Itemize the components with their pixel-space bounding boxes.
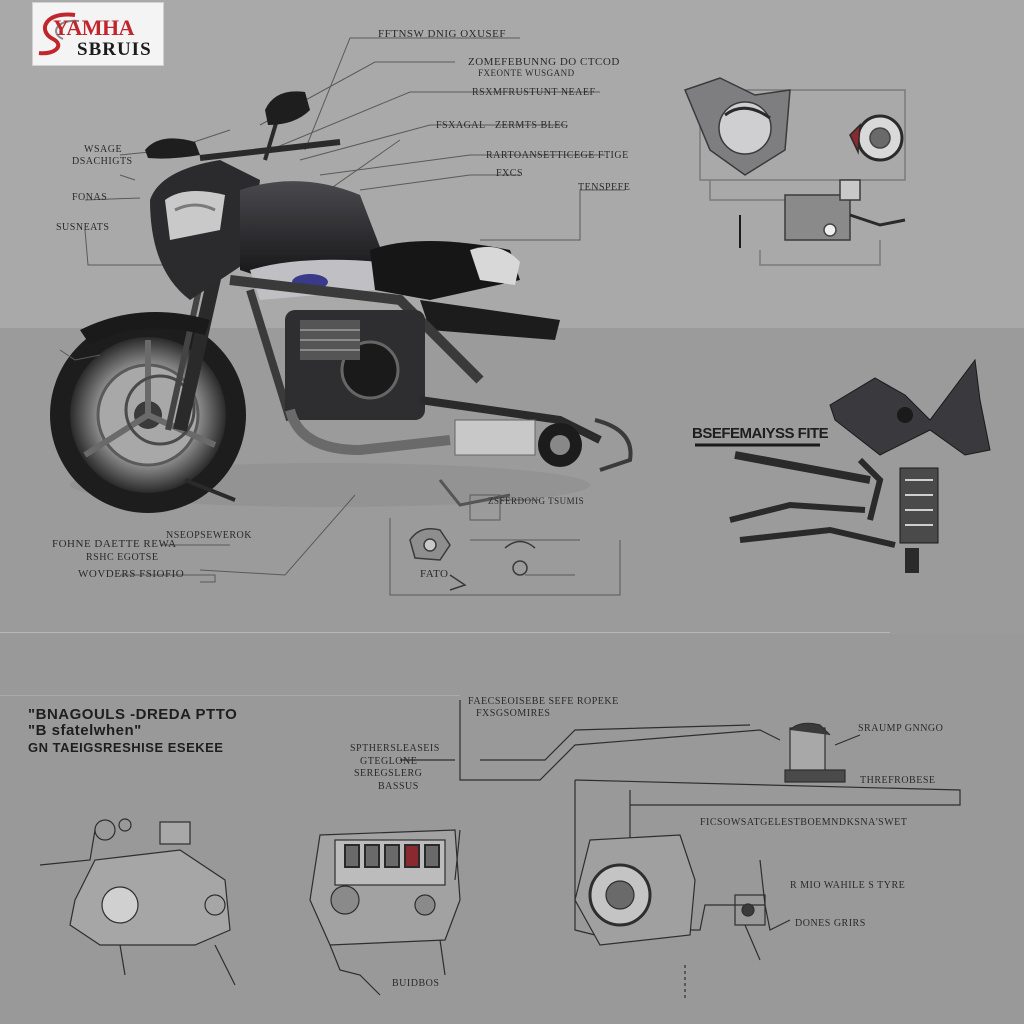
label-mid-2: ZSFERDONG TSUMIS (488, 496, 585, 506)
mid-right-bracket (695, 358, 991, 573)
motorcycle-illustration (50, 91, 633, 513)
label-top-2: ZOMEFEBUNNG DO CTCOD (468, 56, 620, 68)
label-top-5: FSXAGAL (436, 120, 486, 131)
label-top-11: DSACHIGTS (72, 156, 133, 167)
label-mid-left-1: FOHNE DAETTE REWA (52, 538, 177, 550)
label-bottom-r4: R MIO WAHILE S TYRE (790, 880, 906, 891)
bottom-heading-3: GN TAEIGSRESHISE ESEKEE (28, 740, 224, 755)
label-top-12: FONAS (72, 192, 108, 203)
label-top-3: FXEONTE WUSGAND (478, 68, 575, 78)
label-mid-right-title: BSEFEMAIYSS FITE (692, 425, 829, 442)
section-divider-lower (0, 695, 460, 696)
mid-small-parts (409, 528, 536, 591)
label-mid-left-3: WOVDERS FSIOFIO (78, 568, 185, 580)
label-bottom-c2: FXSGSOMIRES (476, 708, 551, 719)
label-mid-left-2: RSHC EGOTSE (86, 552, 159, 563)
mid-leader-lines (59, 349, 621, 596)
label-mid-3: FATO (420, 568, 449, 580)
label-bottom-c3: SPTHERSLEASEIS (350, 743, 440, 754)
label-bottom-c1: FAECSEOISEBE SEFE ROPEKE (468, 696, 619, 707)
label-top-6: ZERMTS BLEG (495, 120, 569, 131)
label-bottom-c5: SEREGSLERG (354, 768, 423, 779)
bottom-heading-1: "BNAGOULS -DREDA PTTO (28, 706, 238, 723)
logo-text-line1: YAMHA (53, 15, 135, 40)
logo-swoosh-icon (38, 12, 80, 56)
label-bottom-c6: BASSUS (378, 781, 419, 792)
top-right-assembly (684, 77, 906, 266)
logo-text-line2: SBRUIS (77, 39, 152, 60)
label-bottom-c4: GTEGLONE (360, 756, 418, 767)
label-top-13: SUSNEATS (56, 222, 110, 233)
label-bottom-r5: DONES GRIRS (795, 918, 866, 929)
label-top-9: TENSPEFE (578, 182, 631, 193)
label-top-4: RSXMFRUSTUNT NEAEF (472, 87, 596, 98)
bottom-schematic (39, 700, 961, 1000)
label-top-7: RARTOANSETTICEGE FTIGE (486, 150, 629, 161)
label-top-10: WSAGE (84, 144, 123, 155)
label-bottom-r1: SRAUMP GNNGO (858, 723, 944, 734)
label-bottom-r2: THREFROBESE (860, 775, 936, 786)
bottom-heading-2: "B sfatelwhen" (28, 722, 142, 739)
label-bottom-b1: BUIDBOS (392, 978, 440, 989)
label-bottom-r3: FICSOWSATGELESTBOEMNDKSNA'SWET (700, 817, 908, 828)
label-top-1: FFTNSW DNIG OXUSEF (378, 28, 506, 40)
section-divider (0, 632, 890, 633)
brand-logo: YAMHA SBRUIS (32, 2, 164, 66)
label-mid-1: NSEOPSEWEROK (166, 530, 253, 541)
label-top-8: FXCS (496, 168, 524, 179)
